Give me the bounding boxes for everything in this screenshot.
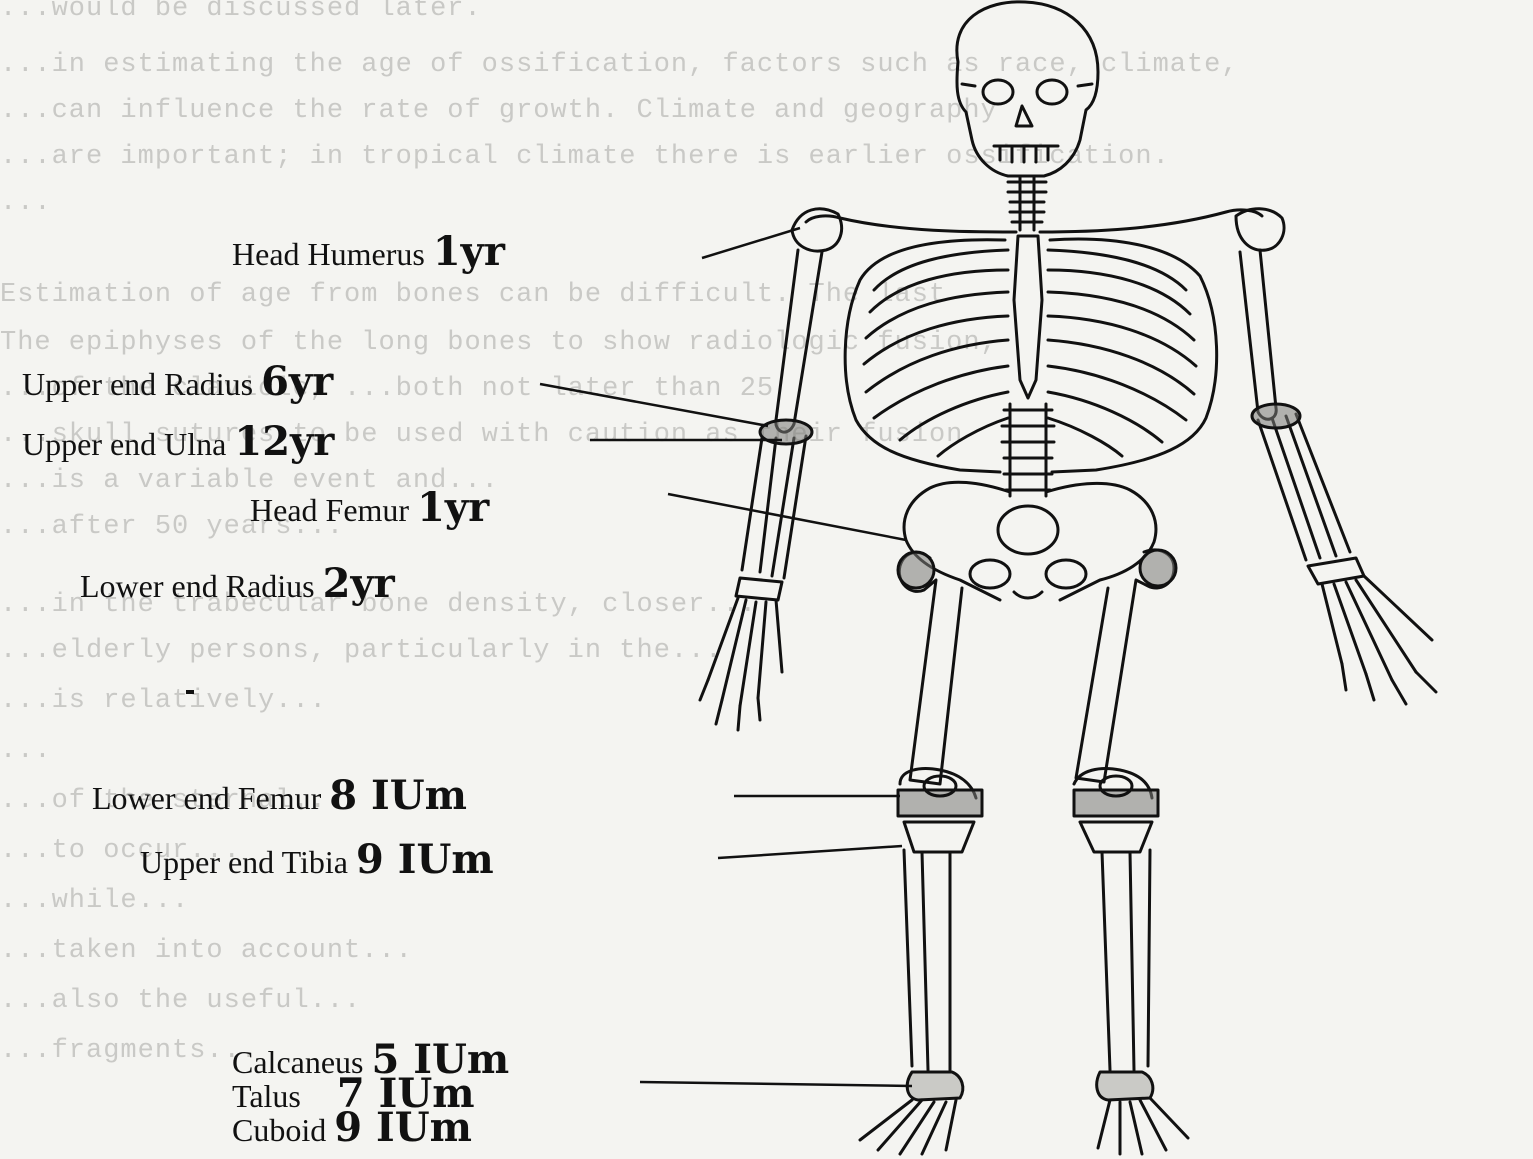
label-cuboid: Cuboid9 IUm (232, 1108, 472, 1148)
leader-head-humerus (702, 228, 800, 258)
label-age: 1yr (417, 484, 489, 531)
label-age: 12yr (234, 418, 334, 465)
leader-tarsals (640, 1082, 912, 1086)
label-age: 8 IUm (329, 772, 467, 819)
leader-upper-end-radius (540, 384, 768, 426)
label-part: Lower end Femur (92, 780, 321, 816)
label-upper-end-tibia: Upper end Tibia9 IUm (140, 840, 494, 880)
label-age: 1yr (433, 228, 505, 275)
label-age: 6yr (261, 358, 333, 405)
stray-mark (186, 690, 194, 694)
label-part: Lower end Radius (80, 568, 315, 604)
label-head-humerus: Head Humerus1yr (232, 232, 505, 272)
label-age: 9 IUm (356, 836, 494, 883)
label-part: Head Femur (250, 492, 409, 528)
label-lower-end-radius: Lower end Radius2yr (80, 564, 395, 604)
label-part: Upper end Ulna (22, 426, 226, 462)
label-age: 9 IUm (334, 1104, 472, 1151)
label-head-femur: Head Femur1yr (250, 488, 489, 528)
label-part: Head Humerus (232, 236, 425, 272)
label-part: Upper end Tibia (140, 844, 348, 880)
label-part: Cuboid (232, 1112, 326, 1148)
leader-upper-end-tibia (718, 846, 902, 858)
leader-head-femur (668, 494, 906, 540)
label-age: 2yr (323, 560, 395, 607)
label-part: Upper end Radius (22, 366, 253, 402)
label-lower-end-femur: Lower end Femur8 IUm (92, 776, 467, 816)
label-upper-end-ulna: Upper end Ulna12yr (22, 422, 334, 462)
label-upper-end-radius: Upper end Radius6yr (22, 362, 333, 402)
